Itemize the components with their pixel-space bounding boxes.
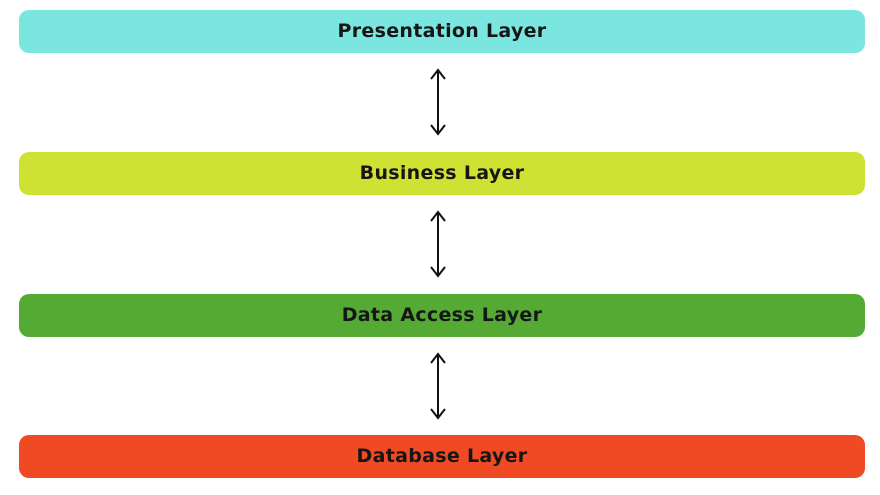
layer-data-access: Data Access Layer [19, 294, 865, 337]
double-arrow-icon [430, 352, 446, 420]
double-arrow-icon [430, 210, 446, 278]
layer-database-label: Database Layer [356, 445, 528, 467]
layer-database: Database Layer [19, 435, 865, 478]
layer-business: Business Layer [19, 152, 865, 195]
layer-business-label: Business Layer [359, 162, 525, 184]
layer-presentation: Presentation Layer [19, 10, 865, 53]
layer-presentation-label: Presentation Layer [337, 20, 547, 42]
layer-data-access-label: Data Access Layer [341, 304, 543, 326]
double-arrow-icon [430, 68, 446, 136]
